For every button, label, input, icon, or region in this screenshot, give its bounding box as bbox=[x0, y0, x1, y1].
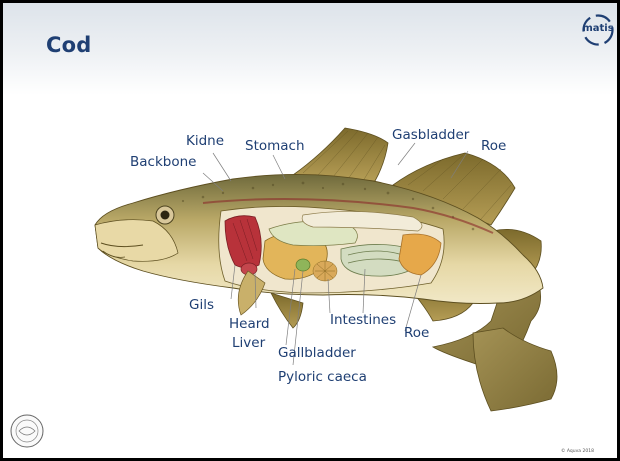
tail-lower bbox=[473, 328, 557, 411]
label-roe-bottom: Roe bbox=[404, 325, 429, 341]
label-liver: Liver bbox=[232, 335, 265, 351]
cod-illustration bbox=[3, 3, 617, 458]
dorsal-fin-1 bbox=[293, 128, 388, 181]
label-gils: Gils bbox=[189, 297, 214, 313]
label-stomach: Stomach bbox=[245, 138, 305, 154]
label-backbone: Backbone bbox=[130, 154, 196, 170]
label-kidne: Kidne bbox=[186, 133, 224, 149]
copyright-text: © Aquva 2018 bbox=[561, 449, 594, 454]
label-pyloric-caeca: Pyloric caeca bbox=[278, 369, 367, 385]
university-seal-icon bbox=[9, 413, 45, 449]
gallbladder bbox=[296, 259, 310, 271]
label-heard: Heard bbox=[229, 316, 270, 332]
label-gallbladder: Gallbladder bbox=[278, 345, 356, 361]
label-gasbladder: Gasbladder bbox=[392, 127, 469, 143]
label-roe-top: Roe bbox=[481, 138, 506, 154]
label-intestines: Intestines bbox=[330, 312, 396, 328]
slide: Cod matis bbox=[3, 3, 617, 458]
anal-fin-2 bbox=[271, 293, 303, 328]
